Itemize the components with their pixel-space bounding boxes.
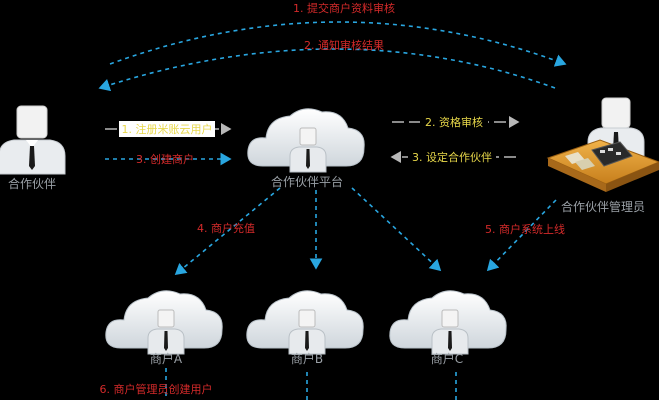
step-qualify-label: 2. 资格审核	[425, 115, 483, 129]
platform-cloud-icon	[247, 108, 365, 173]
platform-label: 合作伙伴平台	[271, 174, 343, 189]
merchant-a-cloud-icon	[105, 290, 223, 355]
step-qualify-gap	[420, 114, 488, 130]
admin-label: 合作伙伴管理员	[561, 199, 645, 214]
step-set-partner-label: 3. 设定合作伙伴	[412, 150, 492, 164]
merchant-c-label: 商户C	[431, 351, 463, 366]
step-create-user-label: 6. 商户管理员创建用户	[100, 382, 213, 396]
arrow-admin-to-merchant-c	[486, 199, 557, 272]
merchant-a-label: 商户A	[150, 351, 183, 366]
merchant-b-label: 商户B	[291, 351, 323, 366]
arrow-to-merchant-c	[351, 187, 442, 272]
step-register-label: 1. 注册米账云用户	[122, 122, 213, 136]
desk-icon	[546, 139, 659, 192]
step-online-label: 5. 商户系统上线	[485, 222, 565, 236]
step-submit-review-label: 1. 提交商户资料审核	[293, 1, 395, 15]
step-register-highlight	[119, 121, 215, 137]
merchant-c-cloud-icon	[389, 290, 507, 355]
merchant-b-cloud-icon	[246, 290, 364, 355]
step-recharge-label: 4. 商户充值	[197, 221, 255, 235]
arrow-notify-result	[98, 48, 556, 92]
partner-person-icon	[0, 105, 66, 175]
step-create-merchant-label: 3. 创建商户	[136, 152, 194, 166]
partner-label: 合作伙伴	[8, 176, 56, 191]
step-notify-result-label: 2. 通知审核结果	[304, 38, 384, 52]
arrow-to-merchant-a	[174, 187, 281, 276]
arrow-submit-review	[109, 21, 567, 67]
step-set-partner-gap	[408, 149, 496, 165]
